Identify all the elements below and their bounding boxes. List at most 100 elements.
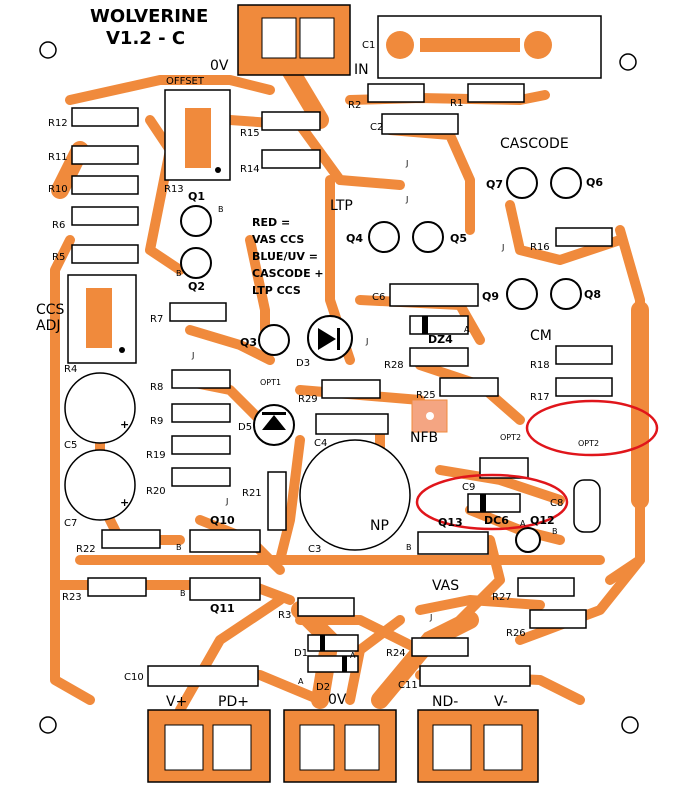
label-dc6: DC6 xyxy=(484,514,509,527)
nfb-hole xyxy=(426,412,434,420)
pin-mark-j: J xyxy=(429,613,432,622)
label-d2: D2 xyxy=(316,682,330,693)
pin-mark-b: B xyxy=(176,269,182,278)
label-q13: Q13 xyxy=(438,516,463,529)
label-c10: C10 xyxy=(124,672,144,683)
label-d1: D1 xyxy=(294,648,308,659)
connector-top-in xyxy=(237,4,351,76)
capacitor-bodies xyxy=(64,113,601,687)
label-r27: R27 xyxy=(492,592,512,603)
label-q4: Q4 xyxy=(346,232,363,245)
label-r25: R25 xyxy=(416,390,436,401)
label-q11: Q11 xyxy=(210,602,235,615)
label-q2: Q2 xyxy=(188,280,205,293)
label-q1: Q1 xyxy=(188,190,205,203)
adj-label: ADJ xyxy=(36,318,61,334)
led-d3 xyxy=(307,315,353,361)
label-q10: Q10 xyxy=(210,514,235,527)
label-r16: R16 xyxy=(530,242,550,253)
label-r12: R12 xyxy=(48,118,68,129)
pin-mark-b: B xyxy=(552,527,558,536)
legend-line: LTP CCS xyxy=(252,284,301,297)
ltp-label: LTP xyxy=(330,198,353,214)
legend-line: CASCODE + xyxy=(252,267,324,280)
pin-mark-a: A xyxy=(520,519,526,528)
label-q5: Q5 xyxy=(450,232,467,245)
label-c1: C1 xyxy=(362,40,375,51)
label-q7: Q7 xyxy=(486,178,503,191)
highlight-opt2 xyxy=(525,399,659,457)
pin-mark-j: J xyxy=(225,497,228,506)
pin-mark-a: A xyxy=(298,677,304,686)
label-r3: R3 xyxy=(278,610,291,621)
resistor-bodies xyxy=(71,83,613,657)
label-c3: C3 xyxy=(308,544,321,555)
led-d5 xyxy=(253,404,295,446)
label-r21: R21 xyxy=(242,488,262,499)
label-c6: C6 xyxy=(372,292,385,303)
label-r17: R17 xyxy=(530,392,550,403)
in-label: IN xyxy=(354,62,369,78)
pdplus-label: PD+ xyxy=(218,694,249,710)
vas-label: VAS xyxy=(432,578,459,594)
legend-line: BLUE/UV = xyxy=(252,250,318,263)
ccs-adj-trimmer xyxy=(67,274,137,364)
connector-bottom-middle xyxy=(283,709,397,783)
label-r7: R7 xyxy=(150,314,163,325)
label-r19: R19 xyxy=(146,450,166,461)
legend-line: VAS CCS xyxy=(252,233,304,246)
label-r8: R8 xyxy=(150,382,163,393)
pin-mark-b: B xyxy=(176,543,182,552)
pin-mark-j: J xyxy=(501,243,504,252)
pin-mark-a: A xyxy=(350,651,356,660)
legend-line: RED = xyxy=(252,216,290,229)
opt2-label: OPT2 xyxy=(500,433,521,442)
pin-mark-j: J xyxy=(405,159,408,168)
label-q9: Q9 xyxy=(482,290,499,303)
connector-bottom-right xyxy=(417,709,539,783)
label-r1: R1 xyxy=(450,98,463,109)
pin-mark-j: J xyxy=(405,195,408,204)
np-label: NP xyxy=(370,518,389,534)
label-q8: Q8 xyxy=(584,288,601,301)
label-r15: R15 xyxy=(240,128,260,139)
nfb-label: NFB xyxy=(410,430,438,446)
label-c11: C11 xyxy=(398,680,418,691)
connector-bottom-left xyxy=(147,709,271,783)
label-r29: R29 xyxy=(298,394,318,405)
label-r28: R28 xyxy=(384,360,404,371)
label-r5: R5 xyxy=(52,252,65,263)
label-q12: Q12 xyxy=(530,514,555,527)
ov-top-label: 0V xyxy=(210,58,229,74)
label-r18: R18 xyxy=(530,360,550,371)
pin-mark-j: J xyxy=(191,351,194,360)
label-r4: R4 xyxy=(64,364,77,375)
label-r22: R22 xyxy=(76,544,96,555)
vplus-label: V+ xyxy=(166,694,187,710)
pin-mark-j: J xyxy=(365,337,368,346)
label-q3: Q3 xyxy=(240,336,257,349)
label-d5: D5 xyxy=(238,422,252,433)
connector-c1 xyxy=(377,15,602,79)
pin-mark-b: B xyxy=(218,205,224,214)
pin-mark-a: A xyxy=(464,325,470,334)
label-d3: D3 xyxy=(296,358,310,369)
vminus-label: V- xyxy=(494,694,508,710)
label-r14: R14 xyxy=(240,164,260,175)
mounting-holes xyxy=(39,41,639,734)
label-r24: R24 xyxy=(386,648,406,659)
label-r9: R9 xyxy=(150,416,163,427)
label-r10: R10 xyxy=(48,184,68,195)
ov-bottom-label: 0V xyxy=(328,692,347,708)
pin-mark-b: B xyxy=(180,589,186,598)
label-c7: C7 xyxy=(64,518,77,529)
highlight-dc6 xyxy=(415,473,569,531)
pin-mark-b: B xyxy=(406,543,412,552)
label-r13: R13 xyxy=(164,184,184,195)
label-c9: C9 xyxy=(462,482,475,493)
label-c4: C4 xyxy=(314,438,327,449)
opt1-label: OPT1 xyxy=(260,378,281,387)
label-c8: C8 xyxy=(550,498,563,509)
